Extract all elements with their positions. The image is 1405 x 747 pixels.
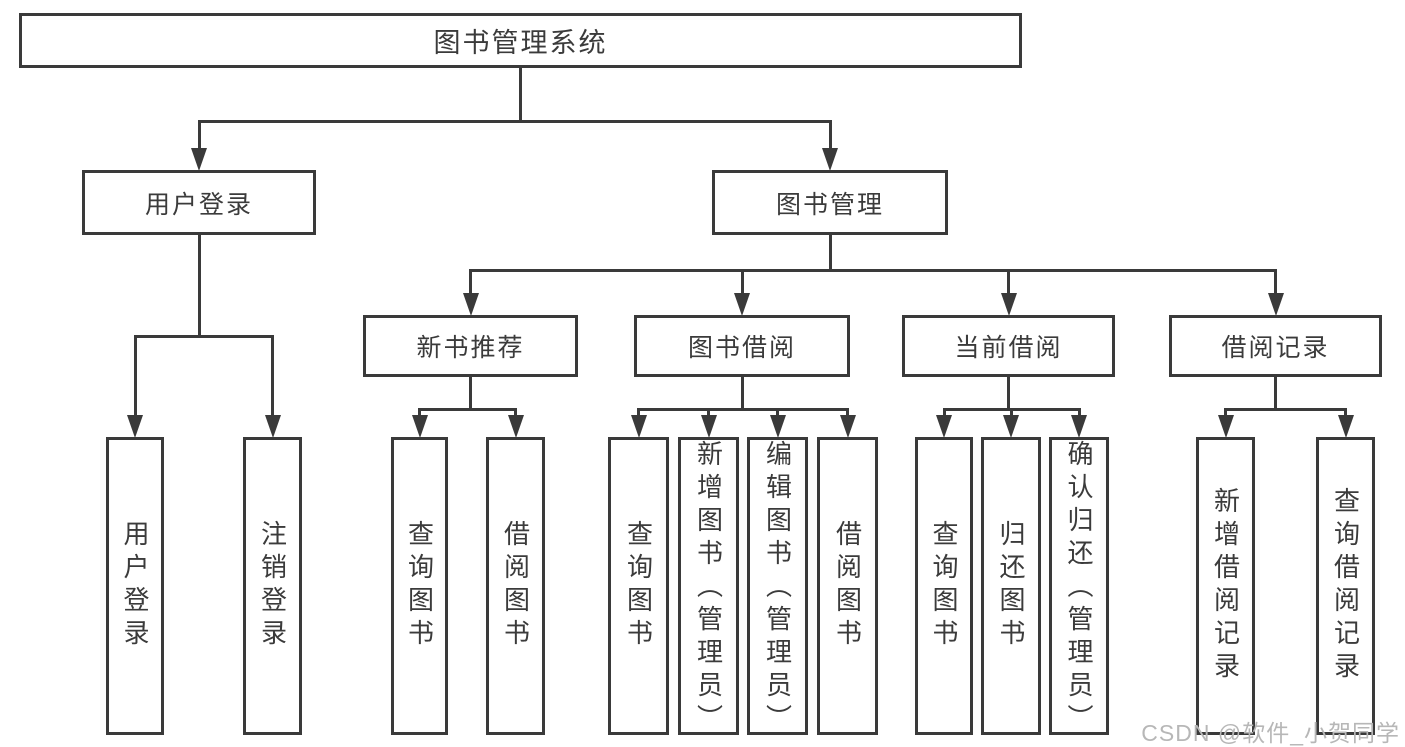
arrow-down-icon-bw-add [700, 415, 717, 438]
arrow-down-icon-bookmgmt [822, 148, 838, 171]
node-bookmgmt-label: 图书管理 [775, 190, 884, 219]
connector-stub-cur-query [942, 408, 946, 419]
connector-bus-login [133, 335, 274, 338]
watermark: CSDN @软件_小贺同学 [1141, 720, 1400, 746]
connector-stub-nb-query [418, 408, 421, 419]
arrow-down-icon-bw-query [630, 415, 647, 438]
arrow-down-icon-records [1267, 293, 1284, 316]
connector-stem-root [519, 68, 522, 123]
node-root: 图书管理系统 [19, 13, 1022, 68]
connector-stem-login [197, 235, 201, 338]
connector-stem-bookmgmt [828, 235, 832, 272]
node-nb-query: 查询图书 [391, 437, 448, 735]
node-newbook: 新书推荐 [363, 315, 578, 377]
connector-bus-newbook [418, 408, 517, 411]
node-current: 当前借阅 [902, 315, 1115, 377]
node-user-login-label: 用户登录 [120, 520, 150, 652]
node-nb-borrow: 借阅图书 [486, 437, 545, 735]
connector-stub-user-login [133, 335, 137, 419]
connector-stem-borrow [740, 377, 744, 411]
connector-stub-borrow [740, 269, 744, 297]
node-bw-add-label: 新增图书（管理员） [693, 440, 724, 737]
connector-stub-records [1274, 269, 1277, 297]
connector-stub-bw-borrow [846, 408, 849, 419]
connector-stem-records [1274, 377, 1277, 411]
connector-stub-current [1007, 269, 1010, 297]
node-cur-query: 查询图书 [915, 437, 973, 735]
node-nb-query-label: 查询图书 [404, 520, 435, 652]
arrow-down-icon-user-login [127, 415, 143, 438]
node-user-login: 用户登录 [106, 437, 164, 735]
arrow-down-icon-nb-query [411, 415, 428, 438]
node-newbook-label: 新书推荐 [416, 334, 525, 362]
node-rec-query: 查询借阅记录 [1316, 437, 1375, 735]
connector-stub-logout [271, 335, 274, 419]
node-cur-return: 归还图书 [981, 437, 1041, 735]
connector-stub-nb-borrow [514, 408, 517, 419]
connector-stub-newbook [469, 269, 472, 297]
node-root-label: 图书管理系统 [433, 28, 608, 58]
connector-bus-bookmgmt [469, 269, 1277, 272]
connector-stub-bw-add [707, 408, 710, 419]
node-records: 借阅记录 [1169, 315, 1382, 377]
arrow-down-icon-cur-query [936, 415, 952, 438]
arrow-down-icon-bw-borrow [839, 415, 856, 438]
node-current-label: 当前借阅 [954, 334, 1063, 362]
connector-stub-cur-confirm [1077, 408, 1081, 419]
node-borrow: 图书借阅 [634, 315, 850, 377]
node-cur-confirm: 确认归还（管理员） [1049, 437, 1109, 737]
connector-bus-root [197, 120, 832, 123]
node-rec-query-label: 查询借阅记录 [1330, 487, 1361, 685]
connector-stub-bw-query [637, 408, 640, 419]
connector-stub-cur-return [1009, 408, 1013, 419]
node-bw-add: 新增图书（管理员） [678, 437, 739, 737]
connector-stub-bookmgmt [828, 120, 832, 152]
node-logout-label: 注销登录 [257, 520, 288, 652]
arrow-down-icon-current [1000, 293, 1017, 316]
node-cur-return-label: 归还图书 [996, 520, 1026, 652]
arrow-down-icon-nb-borrow [507, 415, 524, 438]
connector-stub-bw-edit [776, 408, 779, 419]
node-bw-borrow-label: 借阅图书 [832, 520, 863, 652]
connector-bus-records [1224, 408, 1347, 411]
node-records-label: 借阅记录 [1221, 334, 1330, 362]
node-cur-query-label: 查询图书 [929, 520, 959, 652]
connector-stem-newbook [469, 377, 472, 411]
node-bw-query: 查询图书 [608, 437, 669, 735]
connector-stem-current [1007, 377, 1010, 411]
node-login: 用户登录 [82, 170, 316, 235]
arrow-down-icon-cur-confirm [1071, 415, 1087, 438]
connector-bus-borrow [637, 408, 849, 411]
connector-stub-rec-add [1224, 408, 1227, 419]
node-bookmgmt: 图书管理 [712, 170, 948, 235]
arrow-down-icon-logout [264, 415, 281, 438]
arrow-down-icon-rec-add [1217, 415, 1234, 438]
node-rec-add: 新增借阅记录 [1196, 437, 1255, 735]
arrow-down-icon-rec-query [1337, 415, 1354, 438]
node-login-label: 用户登录 [144, 190, 253, 219]
connector-stub-rec-query [1344, 408, 1347, 419]
arrow-down-icon-borrow [734, 293, 750, 316]
connector-stub-login [197, 120, 201, 152]
node-bw-edit: 编辑图书（管理员） [747, 437, 808, 737]
node-logout: 注销登录 [243, 437, 302, 735]
arrow-down-icon-bw-edit [769, 415, 786, 438]
node-cur-confirm-label: 确认归还（管理员） [1064, 440, 1094, 737]
arrow-down-icon-cur-return [1003, 415, 1019, 438]
node-bw-query-label: 查询图书 [623, 520, 654, 652]
node-nb-borrow-label: 借阅图书 [500, 520, 531, 652]
node-bw-borrow: 借阅图书 [817, 437, 878, 735]
arrow-down-icon-newbook [462, 293, 479, 316]
node-bw-edit-label: 编辑图书（管理员） [762, 440, 793, 737]
node-rec-add-label: 新增借阅记录 [1210, 487, 1241, 685]
arrow-down-icon-login [191, 148, 207, 171]
node-borrow-label: 图书借阅 [687, 334, 796, 362]
